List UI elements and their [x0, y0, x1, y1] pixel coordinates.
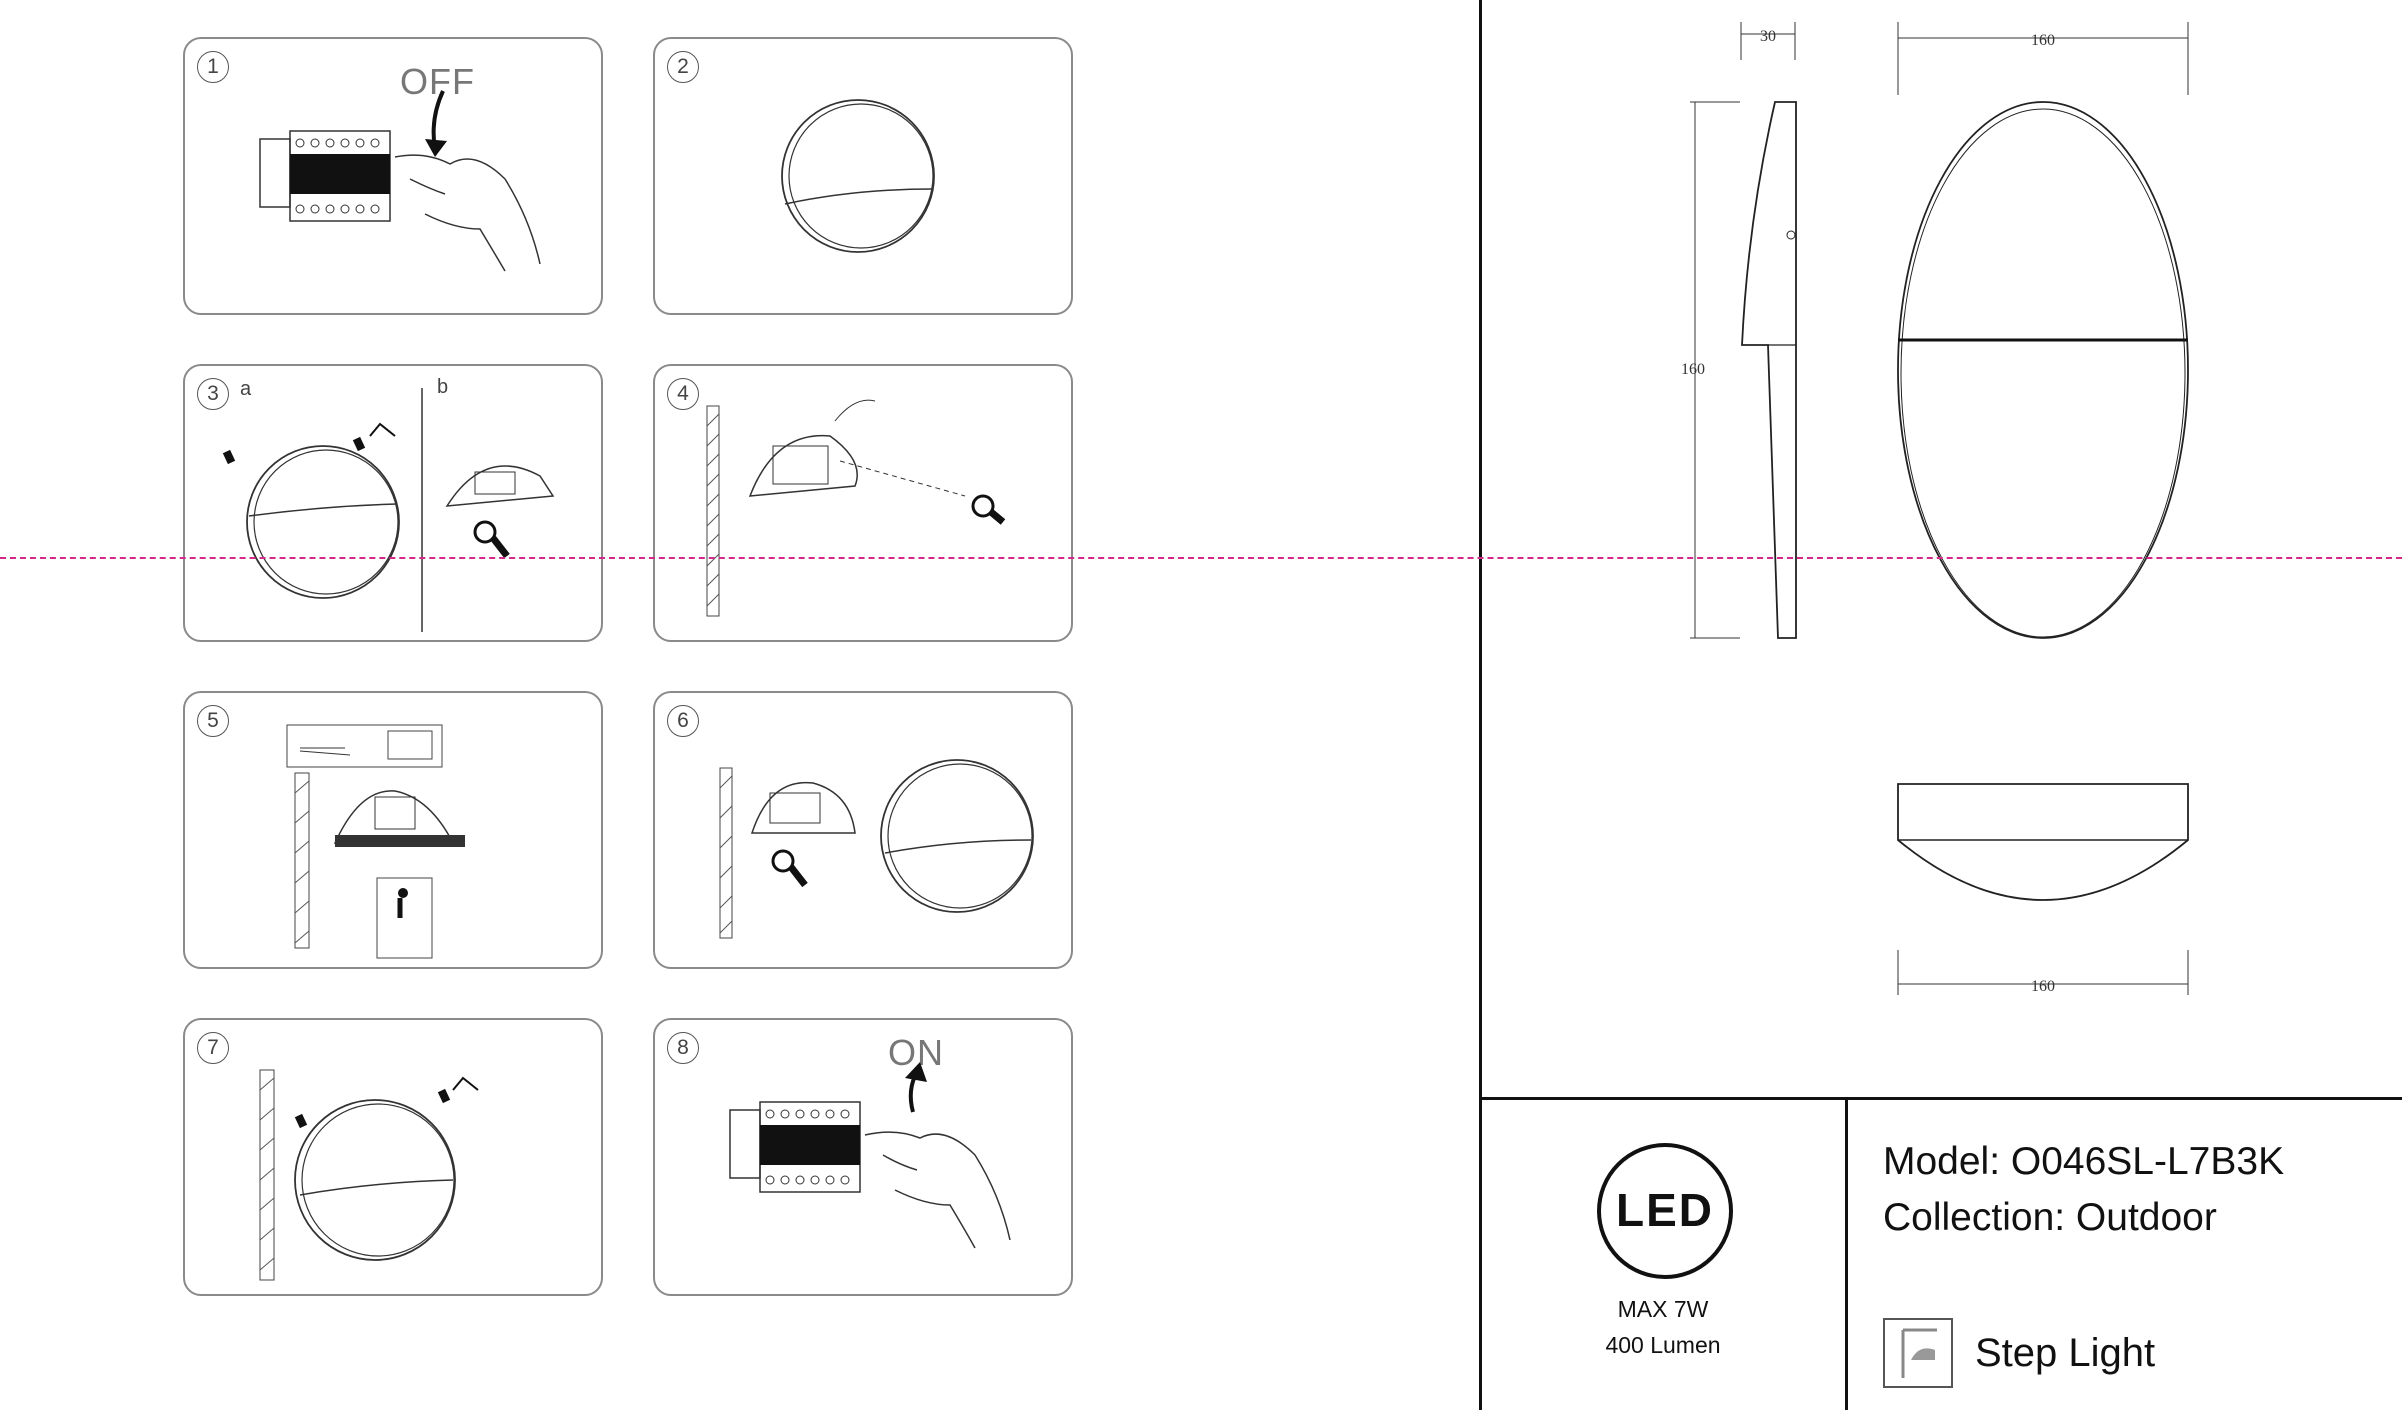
- sheet-divider-horizontal: [1479, 1097, 2402, 1100]
- step-panel-8: 8 ON: [653, 1018, 1073, 1296]
- step-number: 6: [667, 705, 699, 737]
- step-number: 7: [197, 1032, 229, 1064]
- step-panel-6: 6: [653, 691, 1073, 969]
- step-panel-1: 1 OFF: [183, 37, 603, 315]
- max-power-text: MAX 7W: [1617, 1296, 1709, 1322]
- bottom-width-dimension: 160: [2031, 978, 2055, 995]
- front-width-dimension: 160: [2031, 32, 2055, 49]
- sheet-divider-vertical: [1479, 0, 1482, 1410]
- step-number: 1: [197, 51, 229, 83]
- step-number: 8: [667, 1032, 699, 1064]
- step-panel-2: 2: [653, 37, 1073, 315]
- breaker-off-illustration: [259, 90, 541, 272]
- technical-drawing: 30 160 160 160: [1681, 22, 2189, 995]
- step-number: 3: [197, 378, 229, 410]
- on-label: ON: [888, 1032, 944, 1073]
- step-number: 5: [197, 705, 229, 737]
- step-number: 2: [667, 51, 699, 83]
- info-divider-vertical: [1845, 1097, 1848, 1410]
- type-label: Step Light: [1975, 1331, 2156, 1375]
- sub-step-b-label: b: [437, 376, 449, 398]
- led-badge-text: LED: [1616, 1184, 1714, 1236]
- step-panel-4: 4: [653, 364, 1073, 642]
- step-number: 4: [667, 378, 699, 410]
- mount-base-illustration: [706, 399, 1006, 617]
- breaker-on-illustration: [729, 1062, 1011, 1249]
- attach-cover-illustration: [719, 759, 1034, 939]
- off-label: OFF: [400, 61, 475, 102]
- center-guide-line: [0, 557, 2402, 559]
- wiring-illustration: [286, 724, 465, 959]
- lumen-text: 400 Lumen: [1605, 1332, 1721, 1358]
- step-panel-3: 3 a b: [183, 364, 603, 642]
- sub-step-a-label: a: [240, 378, 252, 400]
- step-panel-5: 5: [183, 691, 603, 969]
- step-panel-7: 7: [183, 1018, 603, 1296]
- side-height-dimension: 160: [1681, 361, 1705, 378]
- fix-cover-illustration: [259, 1069, 479, 1281]
- side-depth-dimension: 30: [1760, 28, 1776, 45]
- step-light-icon: [1883, 1318, 1953, 1388]
- collection-text: Collection: Outdoor: [1883, 1196, 2217, 1239]
- model-text: Model: O046SL-L7B3K: [1883, 1140, 2285, 1183]
- remove-cover-illustration: [222, 388, 555, 632]
- lamp-front-illustration: [781, 99, 935, 253]
- led-badge: LED: [1597, 1143, 1733, 1279]
